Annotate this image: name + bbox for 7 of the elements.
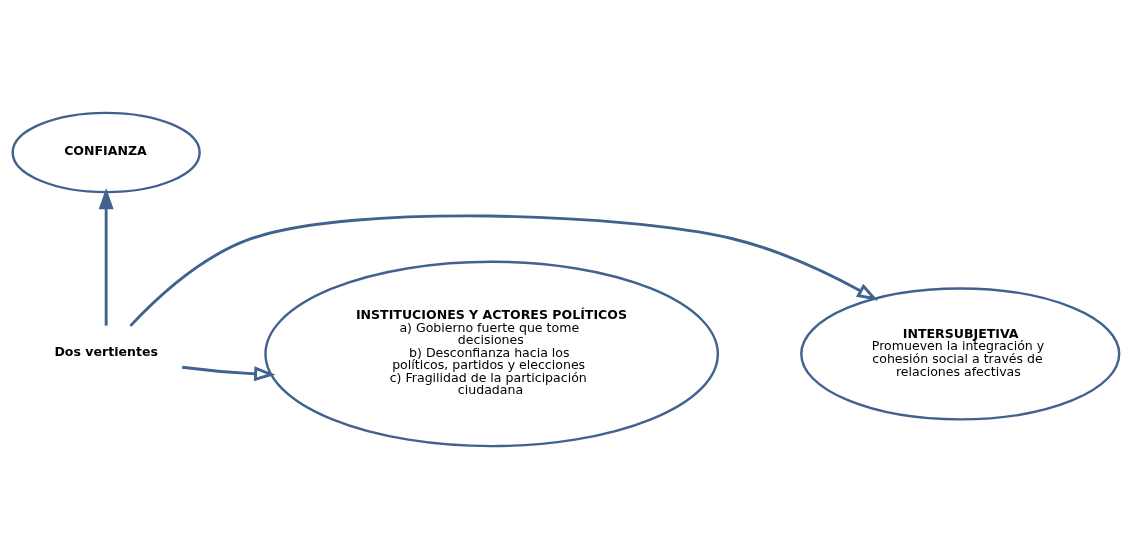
arrow [182,365,276,381]
node-ellipse: INSTITUCIONES Y ACTORES POLÍTICOS a) Gobierno fuerte que tome decisiones b) Desconfianza hacia los políticos, partidos y elecciones c) Fragilidad de la participación ciudadana [264,260,720,447]
node-text: Dos vertientes [54,343,158,359]
arrow [129,214,879,327]
node-ellipse: CONFIANZA [11,111,201,193]
arrow [98,187,114,326]
node-ellipse: INTERSUBJETIVA Promueven la integración y cohesión social a través de relaciones afectivas [800,286,1121,421]
